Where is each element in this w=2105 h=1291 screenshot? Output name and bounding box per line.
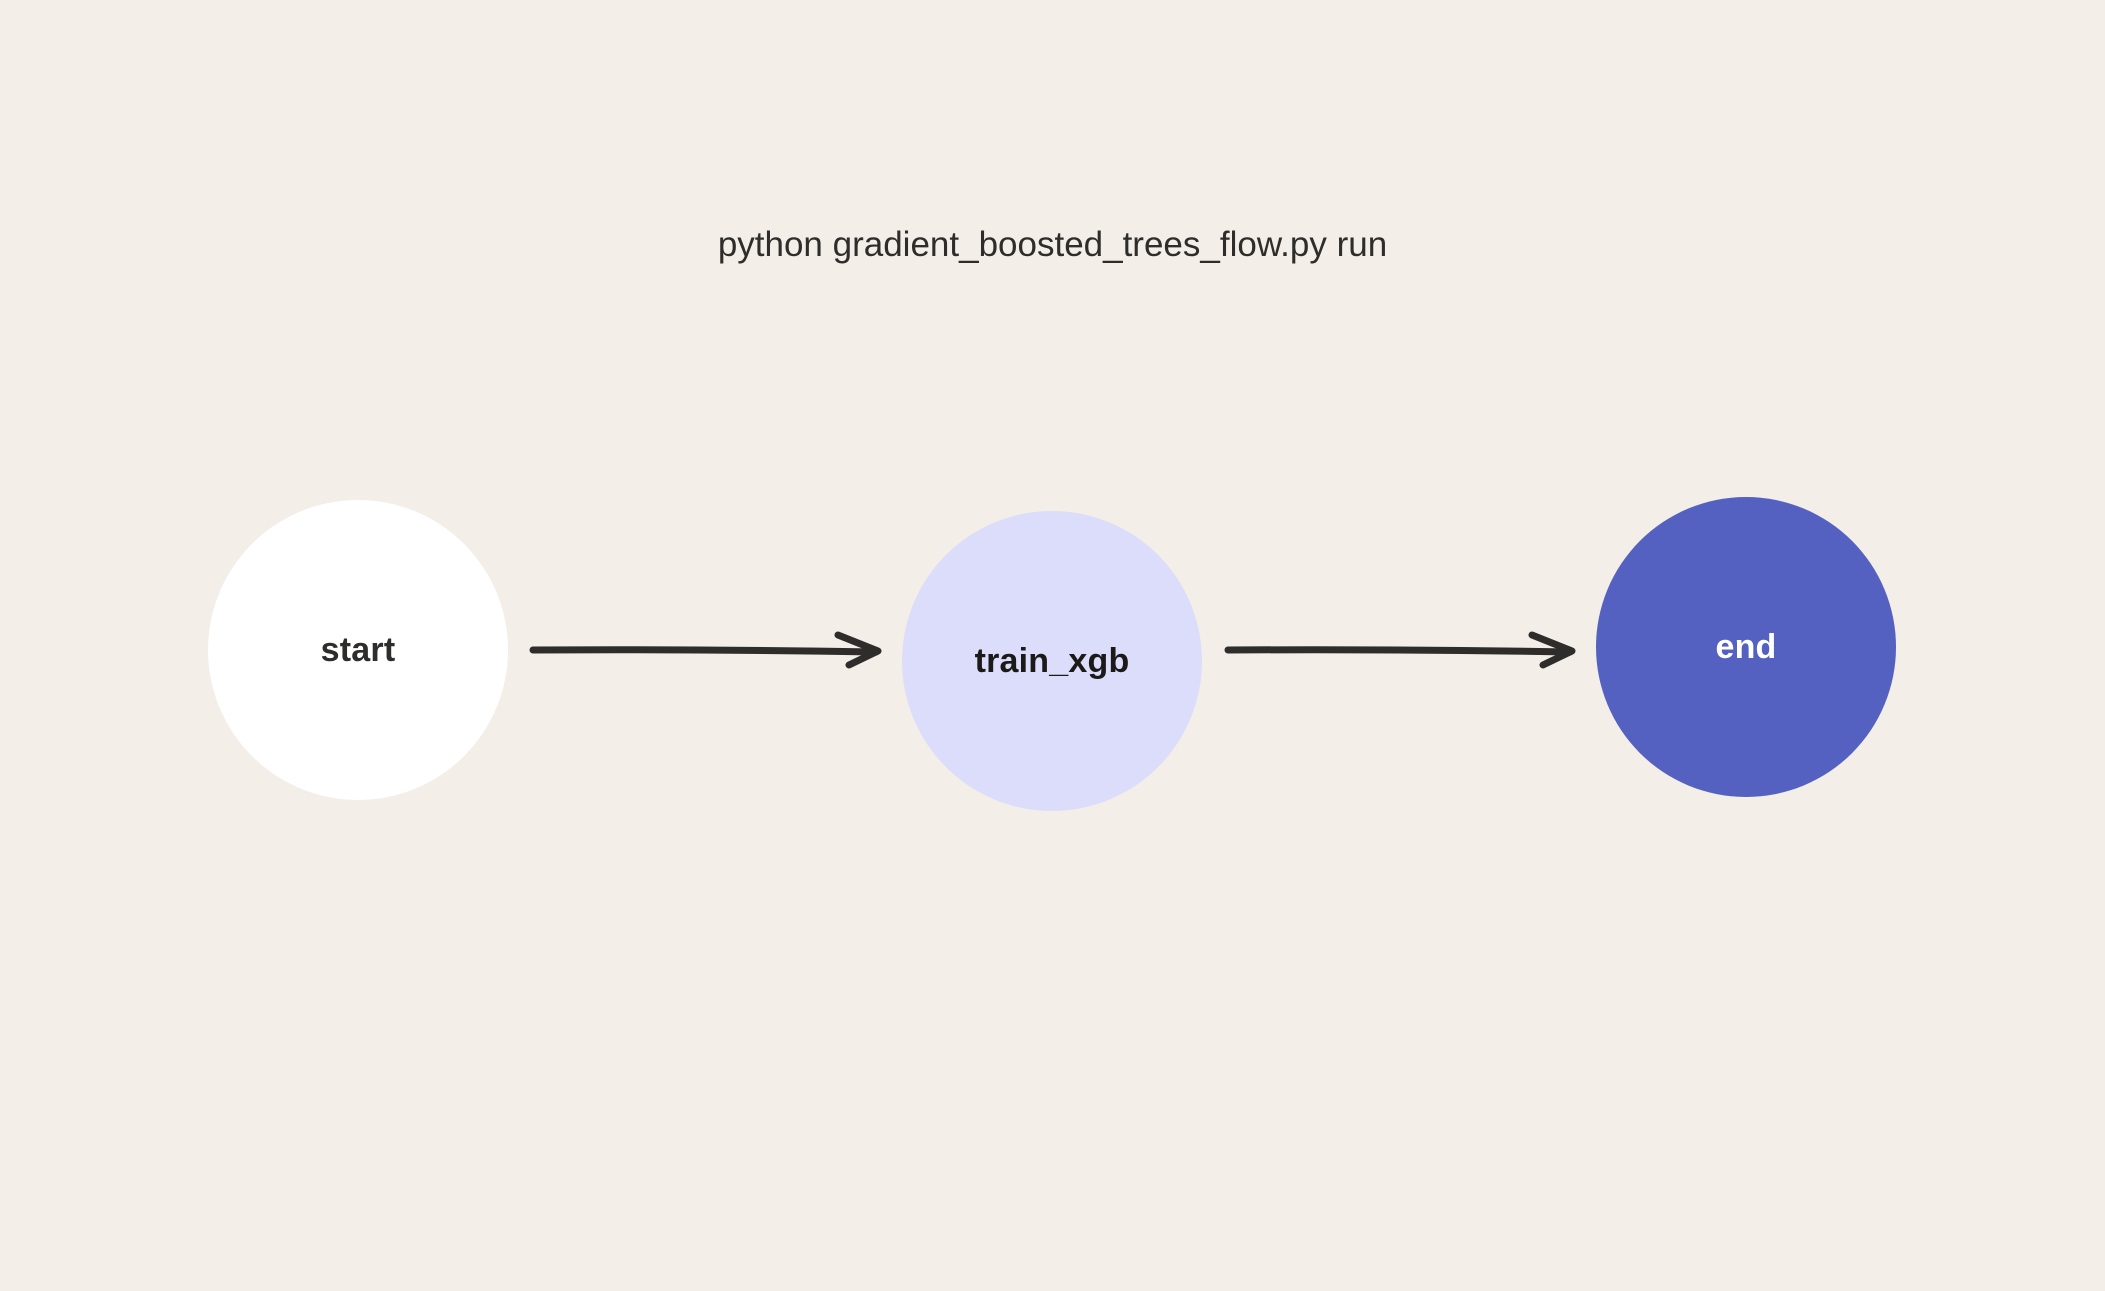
node-start[interactable]: start <box>208 500 508 800</box>
node-train-xgb[interactable]: train_xgb <box>902 511 1202 811</box>
node-label: end <box>1715 627 1777 666</box>
arrow-head <box>1528 631 1576 669</box>
node-end[interactable]: end <box>1596 497 1896 797</box>
edge-train-xgb-to-end <box>1224 631 1576 669</box>
arrow-head <box>834 631 882 669</box>
arrow-line <box>529 646 880 656</box>
arrow-line <box>1224 646 1574 656</box>
diagram-title: python gradient_boosted_trees_flow.py ru… <box>717 225 1388 264</box>
node-label: train_xgb <box>974 641 1130 680</box>
node-label: start <box>320 630 396 669</box>
edge-start-to-train-xgb <box>529 631 882 669</box>
